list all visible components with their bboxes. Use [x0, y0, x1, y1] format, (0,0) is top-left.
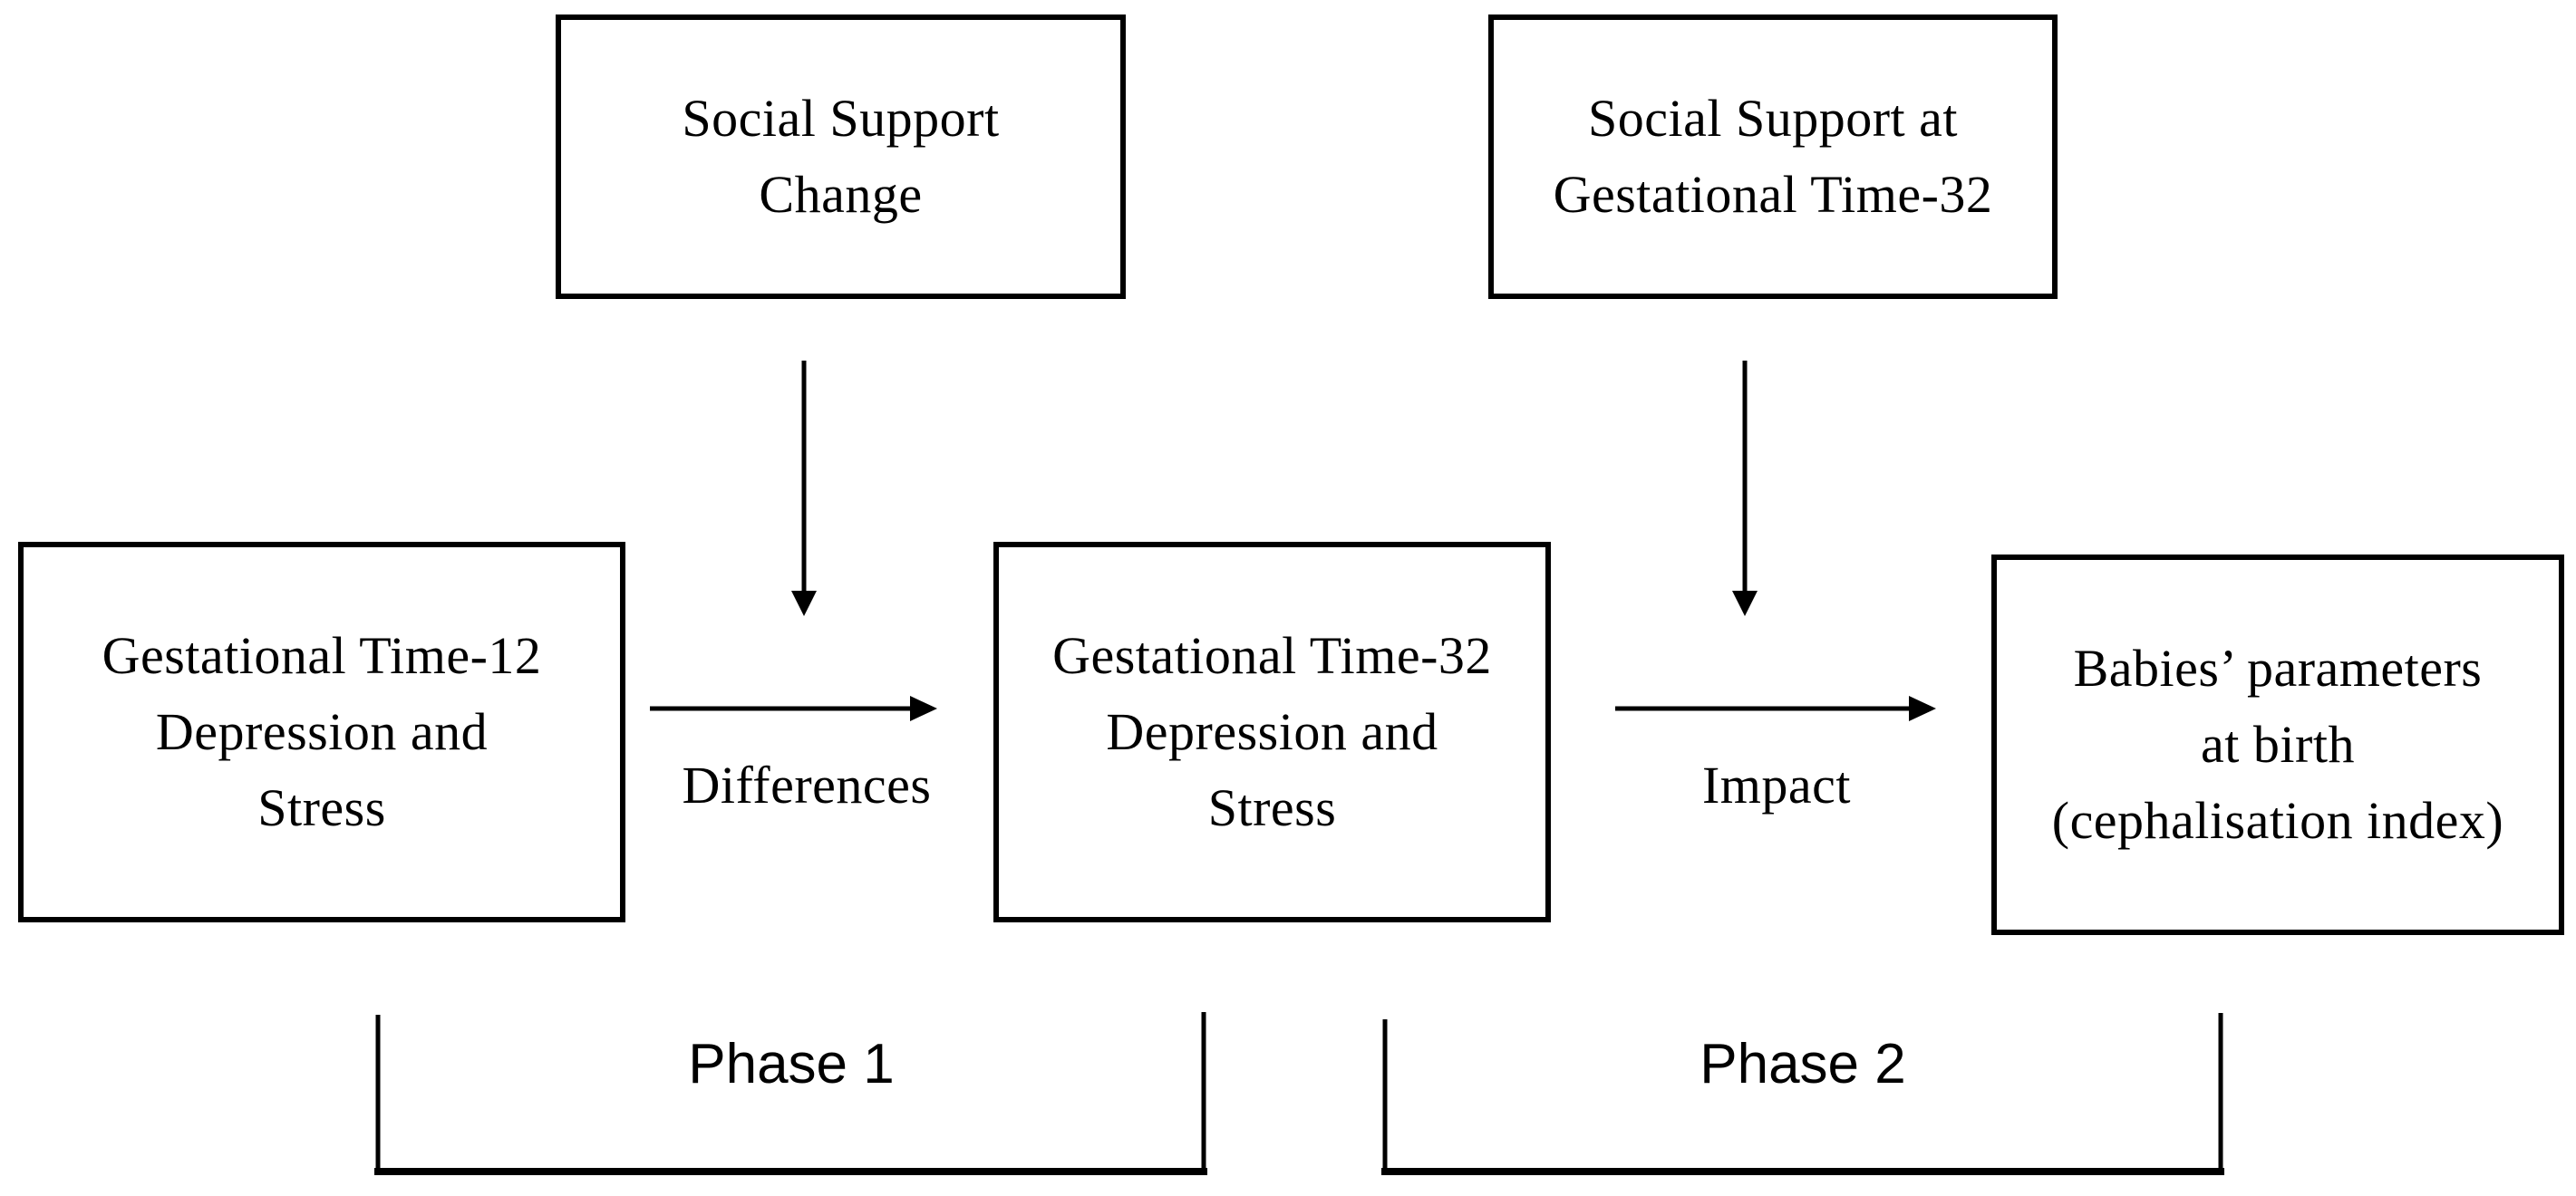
box-babies-parameters-line2: at birth — [2201, 715, 2355, 774]
box-social-support-change-line2: Change — [759, 165, 923, 224]
box-babies-parameters-line3: (cephalisation index) — [2051, 791, 2504, 850]
box-social-support-gt32-line1: Social Support at — [1587, 89, 1958, 148]
arrow-social-support-gt32-head-icon — [1732, 591, 1758, 616]
box-gestational-time12-line3: Stress — [257, 778, 386, 837]
box-gestational-time12: Gestational Time-12 Depression and Stres… — [18, 542, 625, 922]
box-gestational-time12-line1: Gestational Time-12 — [102, 626, 542, 685]
box-gestational-time32-line1: Gestational Time-32 — [1052, 626, 1492, 685]
box-gestational-time32: Gestational Time-32 Depression and Stres… — [993, 542, 1551, 922]
box-gestational-time32-line2: Depression and — [1106, 702, 1438, 761]
box-social-support-change-line1: Social Support — [682, 89, 1000, 148]
box-social-support-change: Social Support Change — [556, 14, 1126, 299]
arrow-differences-head-icon — [910, 696, 937, 721]
arrow-social-support-change-head-icon — [791, 591, 817, 616]
box-babies-parameters-line1: Babies’ parameters — [2073, 639, 2483, 698]
impact-arrow-label: Impact — [1701, 756, 1852, 815]
box-gestational-time12-line2: Depression and — [155, 702, 489, 761]
box-gestational-time32-line3: Stress — [1207, 778, 1337, 837]
arrow-impact-head-icon — [1909, 696, 1936, 721]
phase1-label: Phase 1 — [688, 1033, 895, 1095]
differences-arrow-label: Differences — [682, 756, 932, 815]
phase2-label: Phase 2 — [1700, 1033, 1906, 1095]
box-social-support-gt32: Social Support at Gestational Time-32 — [1488, 14, 2058, 299]
box-babies-parameters: Babies’ parameters at birth (cephalisati… — [1991, 555, 2564, 935]
box-social-support-gt32-line2: Gestational Time-32 — [1553, 165, 1993, 224]
